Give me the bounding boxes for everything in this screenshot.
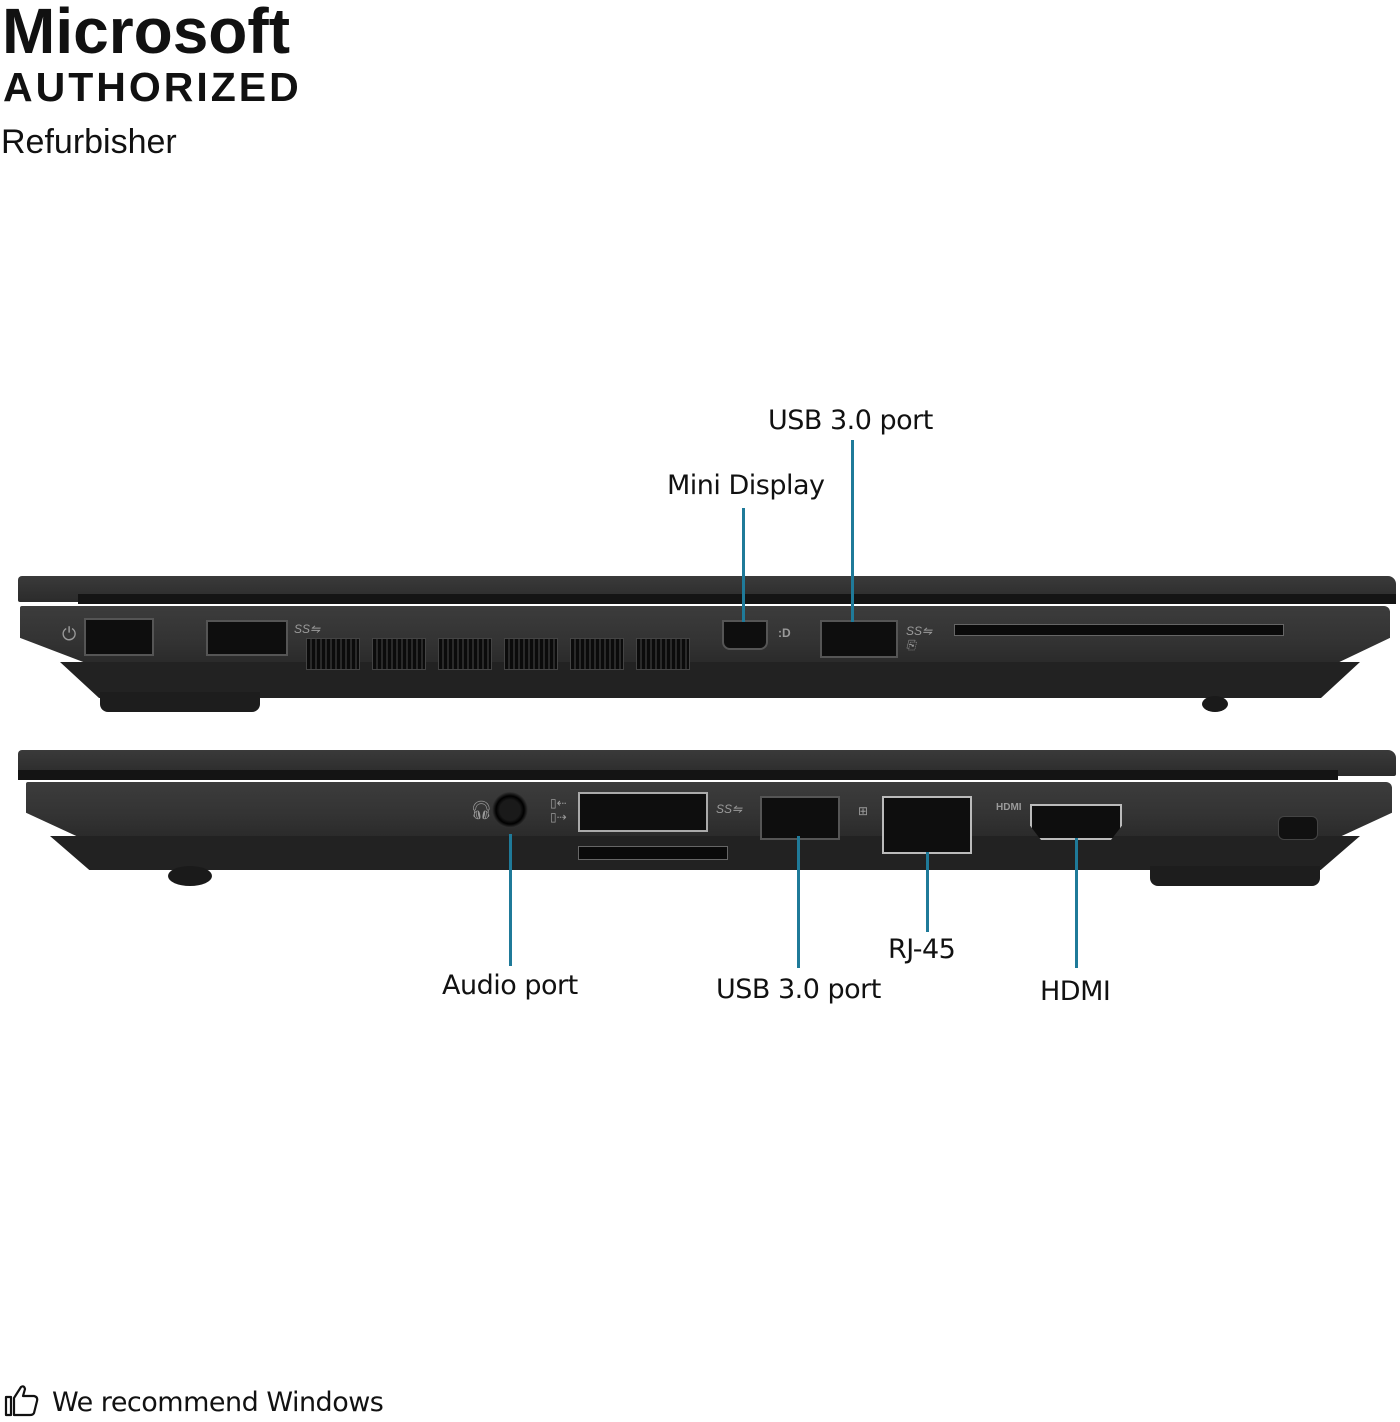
lid-seam	[18, 770, 1338, 780]
vent-1	[306, 638, 360, 670]
rj45-port	[882, 796, 972, 854]
thumbs-up-icon	[4, 1383, 40, 1422]
hdmi-glyph: HDMI	[996, 802, 1022, 813]
badge-authorized: AUTHORIZED	[3, 64, 302, 110]
power-port	[84, 618, 154, 656]
label-audio: Audio port	[442, 970, 578, 1001]
sd-card-slot	[578, 846, 728, 860]
vent-5	[570, 638, 624, 670]
rubber-foot	[100, 692, 260, 712]
vent-6	[636, 638, 690, 670]
vent-4	[504, 638, 558, 670]
badge-microsoft: Microsoft	[2, 0, 290, 67]
leader-line-rj45	[926, 852, 929, 932]
usb-port-left-2	[820, 620, 898, 658]
leader-line-hdmi	[1075, 838, 1078, 968]
label-usb-bottom: USB 3.0 port	[716, 974, 881, 1005]
label-rj45: RJ-45	[888, 934, 956, 965]
rubber-foot	[1150, 866, 1320, 886]
usb-port-left-1	[206, 620, 288, 656]
badge-refurbisher: Refurbisher	[1, 123, 177, 161]
laptop-left-side-view: ⏻ SS⇋ :D SS⇋⎘ Mini Display USB 3.0 port	[18, 405, 1396, 712]
leader-line-usb-bottom	[797, 836, 800, 968]
vent-2	[372, 638, 426, 670]
mini-displayport	[722, 620, 768, 650]
security-lock-slot	[1278, 816, 1318, 840]
smart-card-slot	[954, 624, 1284, 636]
label-hdmi: HDMI	[1040, 976, 1111, 1007]
footer-recommendation: We recommend Windows	[4, 1383, 384, 1422]
usb-ss-icon: SS⇋	[294, 622, 321, 636]
display-icon: :D	[778, 626, 791, 640]
usb-port-right	[760, 796, 840, 840]
leader-line-usb-top	[851, 440, 854, 622]
power-icon: ⏻	[62, 624, 77, 644]
label-usb-top: USB 3.0 port	[768, 405, 933, 436]
headphone-icon: 🎧︎	[470, 800, 493, 820]
rubber-foot-round	[168, 866, 212, 886]
laptop-right-side-view: 🎧︎ ▯⇠▯⇢ SS⇋ ⊞ HDMI Audio port USB 3.0 po…	[18, 750, 1396, 1007]
dock-connector	[578, 792, 708, 832]
rubber-foot-round	[1202, 696, 1228, 712]
laptop-base-bottom	[60, 662, 1360, 698]
laptop-base	[26, 782, 1392, 838]
lid-seam	[78, 594, 1396, 604]
hdmi-port	[1030, 804, 1122, 840]
network-icon: ⊞	[858, 804, 869, 818]
label-mini-display: Mini Display	[667, 470, 825, 501]
usb-ss-charge-icon: SS⇋⎘	[906, 624, 933, 652]
vent-3	[438, 638, 492, 670]
audio-jack	[492, 792, 528, 828]
leader-line-mini-display	[742, 508, 745, 622]
recommend-windows-text: We recommend Windows	[52, 1386, 384, 1418]
leader-line-audio	[509, 834, 512, 966]
usb-ss-icon: SS⇋	[716, 802, 743, 816]
dock-icon: ▯⇠▯⇢	[550, 796, 567, 824]
